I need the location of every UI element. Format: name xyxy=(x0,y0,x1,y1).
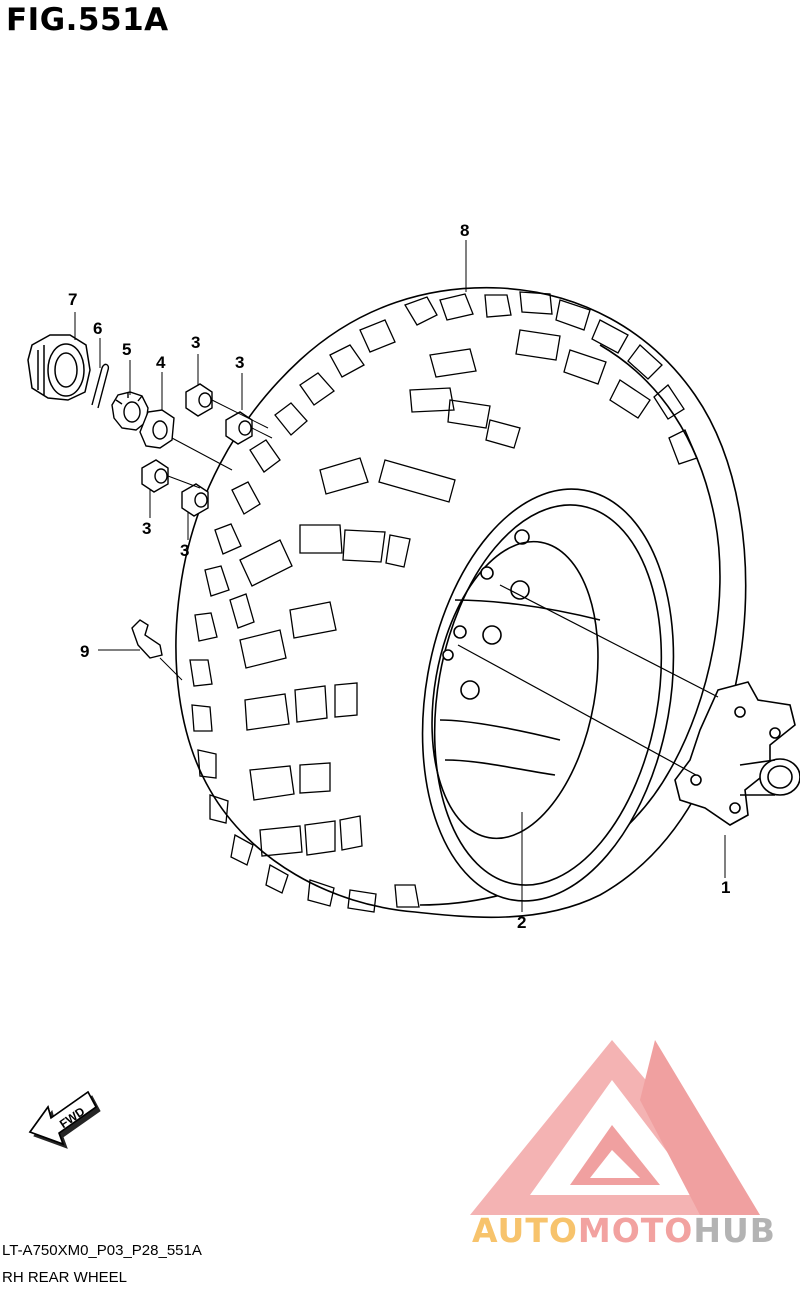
callout-7: 7 xyxy=(68,290,77,309)
callout-1: 1 xyxy=(721,878,730,897)
tread-blocks xyxy=(189,291,698,913)
callout-3d: 3 xyxy=(180,541,189,560)
wheel-nut-icon xyxy=(181,483,209,517)
cotter-pin xyxy=(91,363,110,409)
watermark-logo-icon xyxy=(470,1040,760,1215)
part-leader-lines xyxy=(74,240,726,912)
figure-name: RH REAR WHEEL xyxy=(2,1269,128,1286)
wheel-nut-icon xyxy=(225,411,253,445)
callout-5: 5 xyxy=(122,340,131,359)
wheel-nut-icon xyxy=(185,383,213,417)
callout-4: 4 xyxy=(156,353,166,372)
callout-6: 6 xyxy=(93,319,102,338)
wheel-nuts xyxy=(141,383,253,517)
castle-nut xyxy=(111,391,149,431)
fwd-arrow-icon: FWD xyxy=(28,1090,101,1149)
callout-3a: 3 xyxy=(191,333,200,352)
callout-labels: 7 6 5 4 3 3 3 3 9 8 1 2 xyxy=(68,221,730,932)
callout-9: 9 xyxy=(80,642,89,661)
callout-8: 8 xyxy=(460,221,469,240)
hub-cap xyxy=(27,334,91,401)
rear-hub xyxy=(674,681,800,826)
callout-3c: 3 xyxy=(142,519,151,538)
figure-title: FIG.551A xyxy=(6,2,169,38)
watermark-text: AUTOMOTOHUB xyxy=(472,1211,776,1250)
assembly-lines xyxy=(457,584,719,776)
callout-3b: 3 xyxy=(235,353,244,372)
callout-2: 2 xyxy=(517,913,526,932)
tire-outline xyxy=(175,286,747,919)
wheel-rim xyxy=(421,488,675,902)
figure-code: LT-A750XM0_P03_P28_551A xyxy=(2,1242,202,1259)
tire-valve xyxy=(131,619,163,659)
wheel-nut-icon xyxy=(141,459,169,493)
tire xyxy=(175,286,747,919)
washer xyxy=(139,409,175,449)
